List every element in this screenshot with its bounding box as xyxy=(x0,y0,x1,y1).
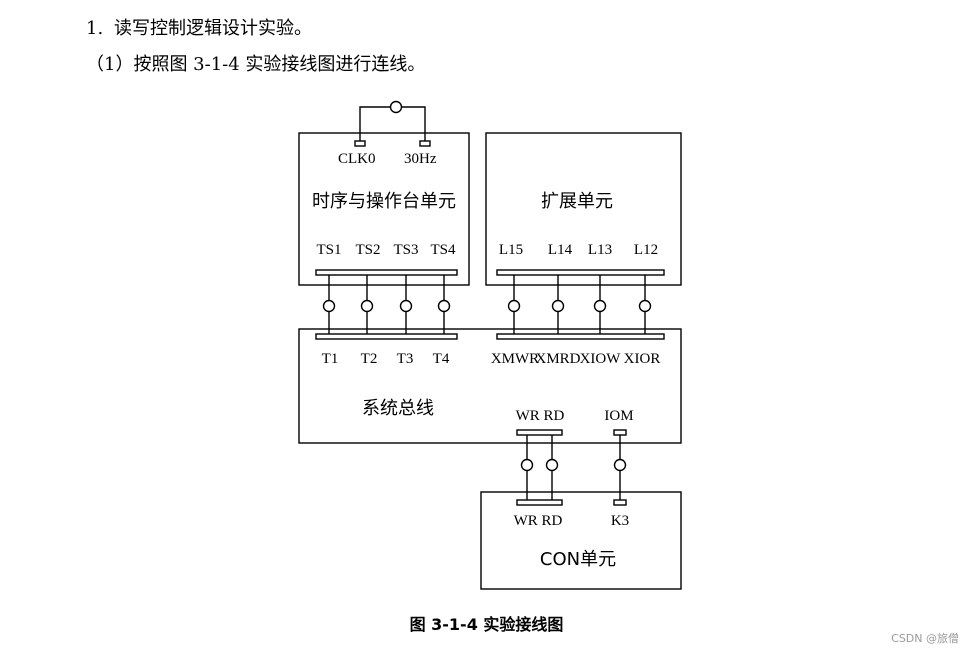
con-k3-connector xyxy=(613,499,627,506)
t3-label: T3 xyxy=(397,351,414,367)
heading-number: 1. xyxy=(86,18,104,39)
bus-iom-connector xyxy=(613,429,627,436)
instruction: （1）按照图 3-1-4 实验接线图进行连线。 xyxy=(86,54,426,75)
con-unit-box xyxy=(480,491,682,590)
expansion-unit-title: 扩展单元 xyxy=(541,191,613,212)
ts3-label: TS3 xyxy=(393,242,418,258)
heading: 1. 读写控制逻辑设计实验。 xyxy=(86,14,312,40)
heading-text: 读写控制逻辑设计实验。 xyxy=(114,18,312,39)
xior-label: XIOR xyxy=(624,351,661,367)
ts-connector xyxy=(315,269,458,276)
l15-label: L15 xyxy=(499,242,523,258)
xiow-label: XIOW xyxy=(580,351,622,367)
l-x-wires xyxy=(507,275,652,334)
ts2-label: TS2 xyxy=(355,242,380,258)
hz-label: 30Hz xyxy=(404,151,437,167)
ts-t-wires xyxy=(322,275,451,334)
bus-wrrd-label: WR RD xyxy=(516,408,565,424)
ts4-label: TS4 xyxy=(430,242,456,258)
watermark: CSDN @旅僧 xyxy=(891,632,959,645)
con-unit-title: CON单元 xyxy=(540,549,616,570)
con-wrrd-label: WR RD xyxy=(514,513,563,529)
l13-label: L13 xyxy=(588,242,612,258)
xmrd-label: XMRD xyxy=(535,351,580,367)
xmwr-label: XMWR xyxy=(491,351,539,367)
l12-label: L12 xyxy=(634,242,658,258)
l-connector xyxy=(496,269,665,276)
k3-label: K3 xyxy=(611,513,629,529)
system-bus-title: 系统总线 xyxy=(362,398,434,419)
t2-label: T2 xyxy=(361,351,378,367)
iom-label: IOM xyxy=(604,408,633,424)
expansion-unit-box xyxy=(485,132,682,286)
timing-unit-box xyxy=(298,132,470,286)
t1-label: T1 xyxy=(322,351,339,367)
l14-label: L14 xyxy=(548,242,573,258)
clk0-label: CLK0 xyxy=(338,151,376,167)
system-bus-box xyxy=(298,328,682,444)
bus-wrrd-connector xyxy=(516,429,563,436)
clk-jumper xyxy=(354,100,431,147)
t-connector xyxy=(315,333,458,340)
figure-caption: 图 3-1-4 实验接线图 xyxy=(409,615,564,634)
t4-label: T4 xyxy=(433,351,450,367)
bus-con-wires xyxy=(520,435,627,500)
ts1-label: TS1 xyxy=(316,242,341,258)
con-wrrd-connector xyxy=(516,499,563,506)
x-connector xyxy=(496,333,665,340)
timing-unit-title: 时序与操作台单元 xyxy=(312,191,456,212)
